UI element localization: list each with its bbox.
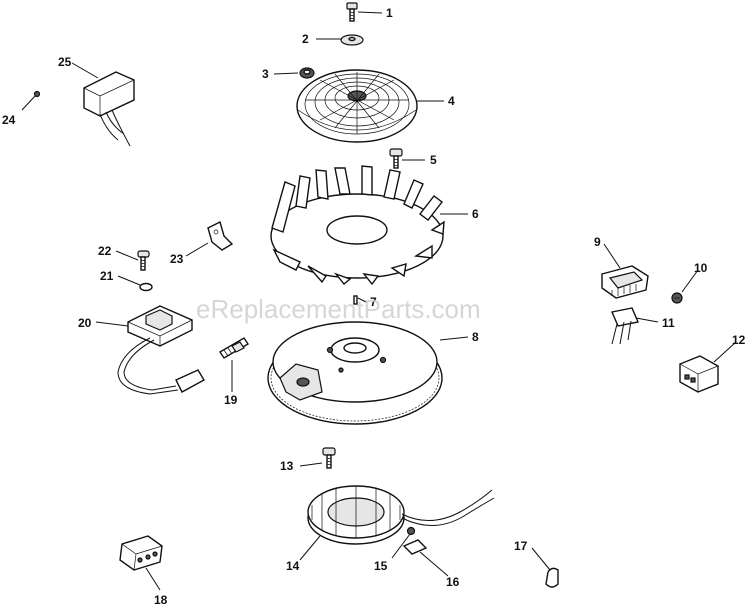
part-24-screw[interactable] bbox=[33, 90, 41, 98]
part-23-bracket[interactable] bbox=[207, 220, 234, 251]
part-19-spark-plug[interactable] bbox=[219, 337, 249, 359]
part-11-connector[interactable] bbox=[611, 307, 639, 345]
part-4-grass-screen[interactable] bbox=[296, 69, 418, 143]
callout-2[interactable]: 2 bbox=[302, 32, 309, 46]
callout-1[interactable]: 1 bbox=[386, 6, 393, 20]
callout-11[interactable]: 11 bbox=[662, 316, 675, 330]
callout-16[interactable]: 16 bbox=[446, 575, 460, 589]
watermark: eReplacementParts.com bbox=[196, 294, 481, 324]
part-18-connector[interactable] bbox=[119, 535, 163, 571]
part-22-screw[interactable] bbox=[137, 250, 150, 271]
callout-6[interactable]: 6 bbox=[472, 207, 479, 221]
callout-24[interactable]: 24 bbox=[2, 113, 16, 127]
callout-20[interactable]: 20 bbox=[78, 316, 92, 330]
callout-13[interactable]: 13 bbox=[280, 459, 294, 473]
part-2-washer[interactable] bbox=[340, 34, 364, 46]
callout-12[interactable]: 12 bbox=[732, 333, 746, 347]
part-7-key[interactable] bbox=[353, 295, 358, 305]
callout-15[interactable]: 15 bbox=[374, 559, 388, 573]
callout-9[interactable]: 9 bbox=[594, 235, 601, 249]
callout-5[interactable]: 5 bbox=[430, 153, 437, 167]
part-12-plug-housing[interactable] bbox=[679, 355, 719, 393]
part-16-clip[interactable] bbox=[402, 539, 428, 555]
part-20-ignition-module[interactable] bbox=[117, 305, 205, 395]
part-9-regulator[interactable] bbox=[601, 265, 649, 299]
part-6-cooling-fan[interactable] bbox=[270, 165, 445, 286]
callout-4[interactable]: 4 bbox=[448, 94, 455, 108]
part-8-flywheel[interactable] bbox=[267, 321, 443, 425]
part-10-screw[interactable] bbox=[671, 292, 683, 304]
callout-18[interactable]: 18 bbox=[154, 593, 168, 607]
part-14-stator[interactable] bbox=[307, 485, 495, 545]
part-21-washer[interactable] bbox=[139, 282, 153, 292]
callout-17[interactable]: 17 bbox=[514, 539, 528, 553]
part-3-nut[interactable] bbox=[299, 67, 315, 79]
callout-3[interactable]: 3 bbox=[262, 67, 269, 81]
callout-labels: 1 2 3 4 5 6 7 8 9 10 11 12 13 14 15 16 1… bbox=[2, 6, 746, 607]
callout-14[interactable]: 14 bbox=[286, 559, 300, 573]
callout-23[interactable]: 23 bbox=[170, 252, 184, 266]
part-15-clamp[interactable] bbox=[406, 526, 416, 536]
part-25-module[interactable] bbox=[83, 71, 135, 147]
callout-22[interactable]: 22 bbox=[98, 244, 112, 258]
callout-19[interactable]: 19 bbox=[224, 393, 238, 407]
part-5-bolt[interactable] bbox=[389, 148, 403, 169]
callout-21[interactable]: 21 bbox=[100, 269, 114, 283]
leader-lines bbox=[21, 11, 737, 591]
callout-8[interactable]: 8 bbox=[472, 330, 479, 344]
callout-10[interactable]: 10 bbox=[694, 261, 708, 275]
part-13-bolt[interactable] bbox=[322, 447, 336, 469]
callout-25[interactable]: 25 bbox=[58, 55, 72, 69]
part-17-cable-clip[interactable] bbox=[545, 567, 559, 588]
part-1-bolt[interactable] bbox=[346, 2, 358, 22]
callout-7[interactable]: 7 bbox=[370, 295, 377, 309]
